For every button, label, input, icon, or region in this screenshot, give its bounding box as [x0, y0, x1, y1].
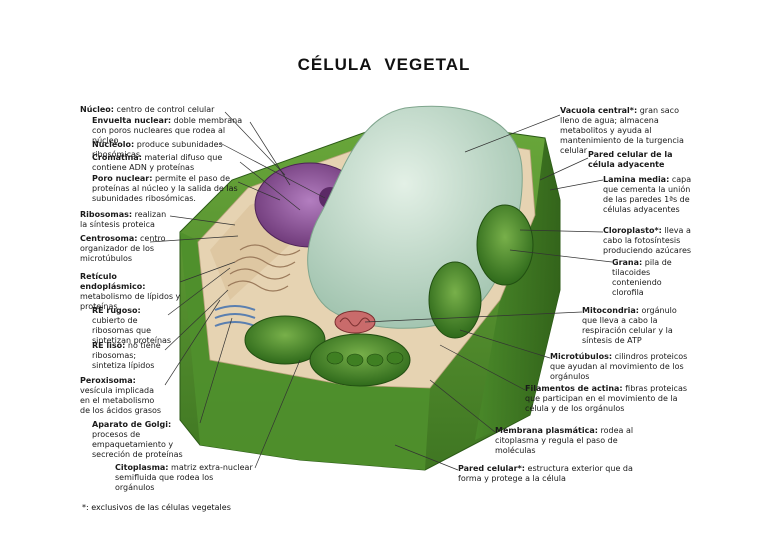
leader-lines	[149, 111, 613, 471]
label-mitocondria: Mitocondria: orgánulo que lleva a cabo l…	[582, 306, 677, 345]
label-peroxisoma: Peroxisoma: vesícula implicada en el met…	[80, 376, 162, 415]
endoplasmic-reticulum	[227, 244, 301, 292]
label-vacuola-central: Vacuola central*: gran saco lleno de agu…	[560, 106, 684, 155]
label-lamina-media: Lamina media: capa que cementa la unión …	[603, 175, 692, 214]
title-word-2: VEGETAL	[384, 55, 471, 74]
label-cloroplasto: Cloroplasto*: lleva a cabo la fotosíntes…	[603, 226, 692, 255]
chloroplasts	[244, 204, 534, 387]
label-cromatina: Cromatina: material difuso que contiene …	[92, 153, 223, 172]
label-nucleolo: Nucléolo: produce subunidades ribosómica…	[92, 140, 223, 159]
label-citoplasma: Citoplasma: matriz extra-nuclear semiflu…	[115, 463, 253, 492]
footnote: *: exclusivos de las células vegetales	[82, 503, 231, 512]
label-pared-celular: Pared celular*: estructura exterior que …	[458, 464, 633, 483]
title-word-1: CÉLULA	[297, 55, 373, 74]
label-reticulo-endoplasmico: Retículo endoplásmico: metabolismo de lí…	[80, 272, 181, 311]
label-microtubulos: Microtúbulos: cilindros proteicos que ay…	[550, 352, 688, 381]
label-envuelta-nuclear: Envuelta nuclear: doble membrana con por…	[92, 116, 243, 145]
mitochondrion	[334, 310, 376, 334]
label-membrana-plasmatica: Membrana plasmática: rodea al citoplasma…	[495, 426, 634, 455]
label-nucleo: Núcleo: centro de control celular	[80, 105, 215, 114]
label-filamentos-actina: Filamentos de actina: fibras proteicas q…	[525, 384, 688, 413]
label-re-rugoso: RE rugoso: cubierto de ribosomas que sin…	[92, 306, 172, 345]
label-pared-celula-adyacente: Pared celular de la célula adyacente	[588, 150, 673, 169]
label-centrosoma: Centrosoma: centro organizador de los mi…	[80, 234, 166, 263]
page-title: CÉLULA VEGETAL	[0, 55, 768, 75]
label-re-liso: RE liso: no tiene ribosomas; sintetiza l…	[92, 341, 161, 370]
label-aparato-golgi: Aparato de Golgi: procesos de empaquetam…	[92, 420, 183, 459]
label-grana: Grana: pila de tilacoides conteniendo cl…	[612, 258, 672, 297]
label-poro-nuclear: Poro nuclear: permite el paso de proteín…	[92, 174, 238, 203]
label-ribosomas: Ribosomas: realizan la síntesis proteica	[80, 210, 167, 229]
golgi-apparatus	[214, 305, 256, 327]
